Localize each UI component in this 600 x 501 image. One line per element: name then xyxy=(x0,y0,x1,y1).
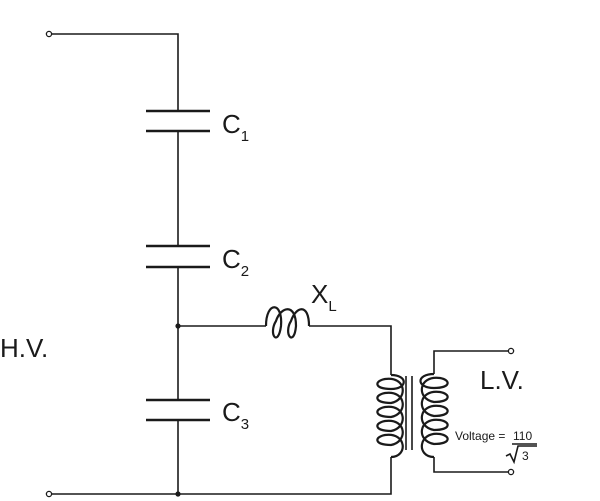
lv-bottom-wire xyxy=(433,457,508,473)
bottom-common-wire xyxy=(52,457,392,495)
xl-label: XL xyxy=(311,279,337,315)
hv-bottom-terminal xyxy=(45,490,53,498)
voltage-label: Voltage = xyxy=(455,429,505,443)
hv-top-terminal xyxy=(45,30,53,38)
c1-label: C1 xyxy=(222,109,249,145)
capacitor-c1 xyxy=(146,109,210,133)
capacitor-c3 xyxy=(146,398,210,422)
capacitor-c2 xyxy=(146,244,210,269)
c3-label: C3 xyxy=(222,397,249,433)
transformer-secondary-coil xyxy=(419,372,449,459)
wire-inductor-to-primary xyxy=(309,325,392,375)
transformer-core xyxy=(405,376,413,450)
voltage-denominator: 3 xyxy=(522,449,529,463)
hv-label: H.V. xyxy=(0,333,48,363)
hv-top-wire xyxy=(52,33,179,111)
voltage-annotation: Voltage = 110 3 xyxy=(455,429,537,465)
lv-bottom-terminal xyxy=(507,468,515,476)
transformer-primary-coil xyxy=(376,373,405,459)
c2-label: C2 xyxy=(222,244,249,280)
sqrt-symbol xyxy=(505,445,537,465)
lv-label: L.V. xyxy=(480,365,524,395)
inductor-xl-coil xyxy=(264,306,311,339)
lv-top-wire xyxy=(433,350,508,374)
voltage-numerator: 110 xyxy=(513,429,532,443)
lv-top-terminal xyxy=(507,347,515,355)
